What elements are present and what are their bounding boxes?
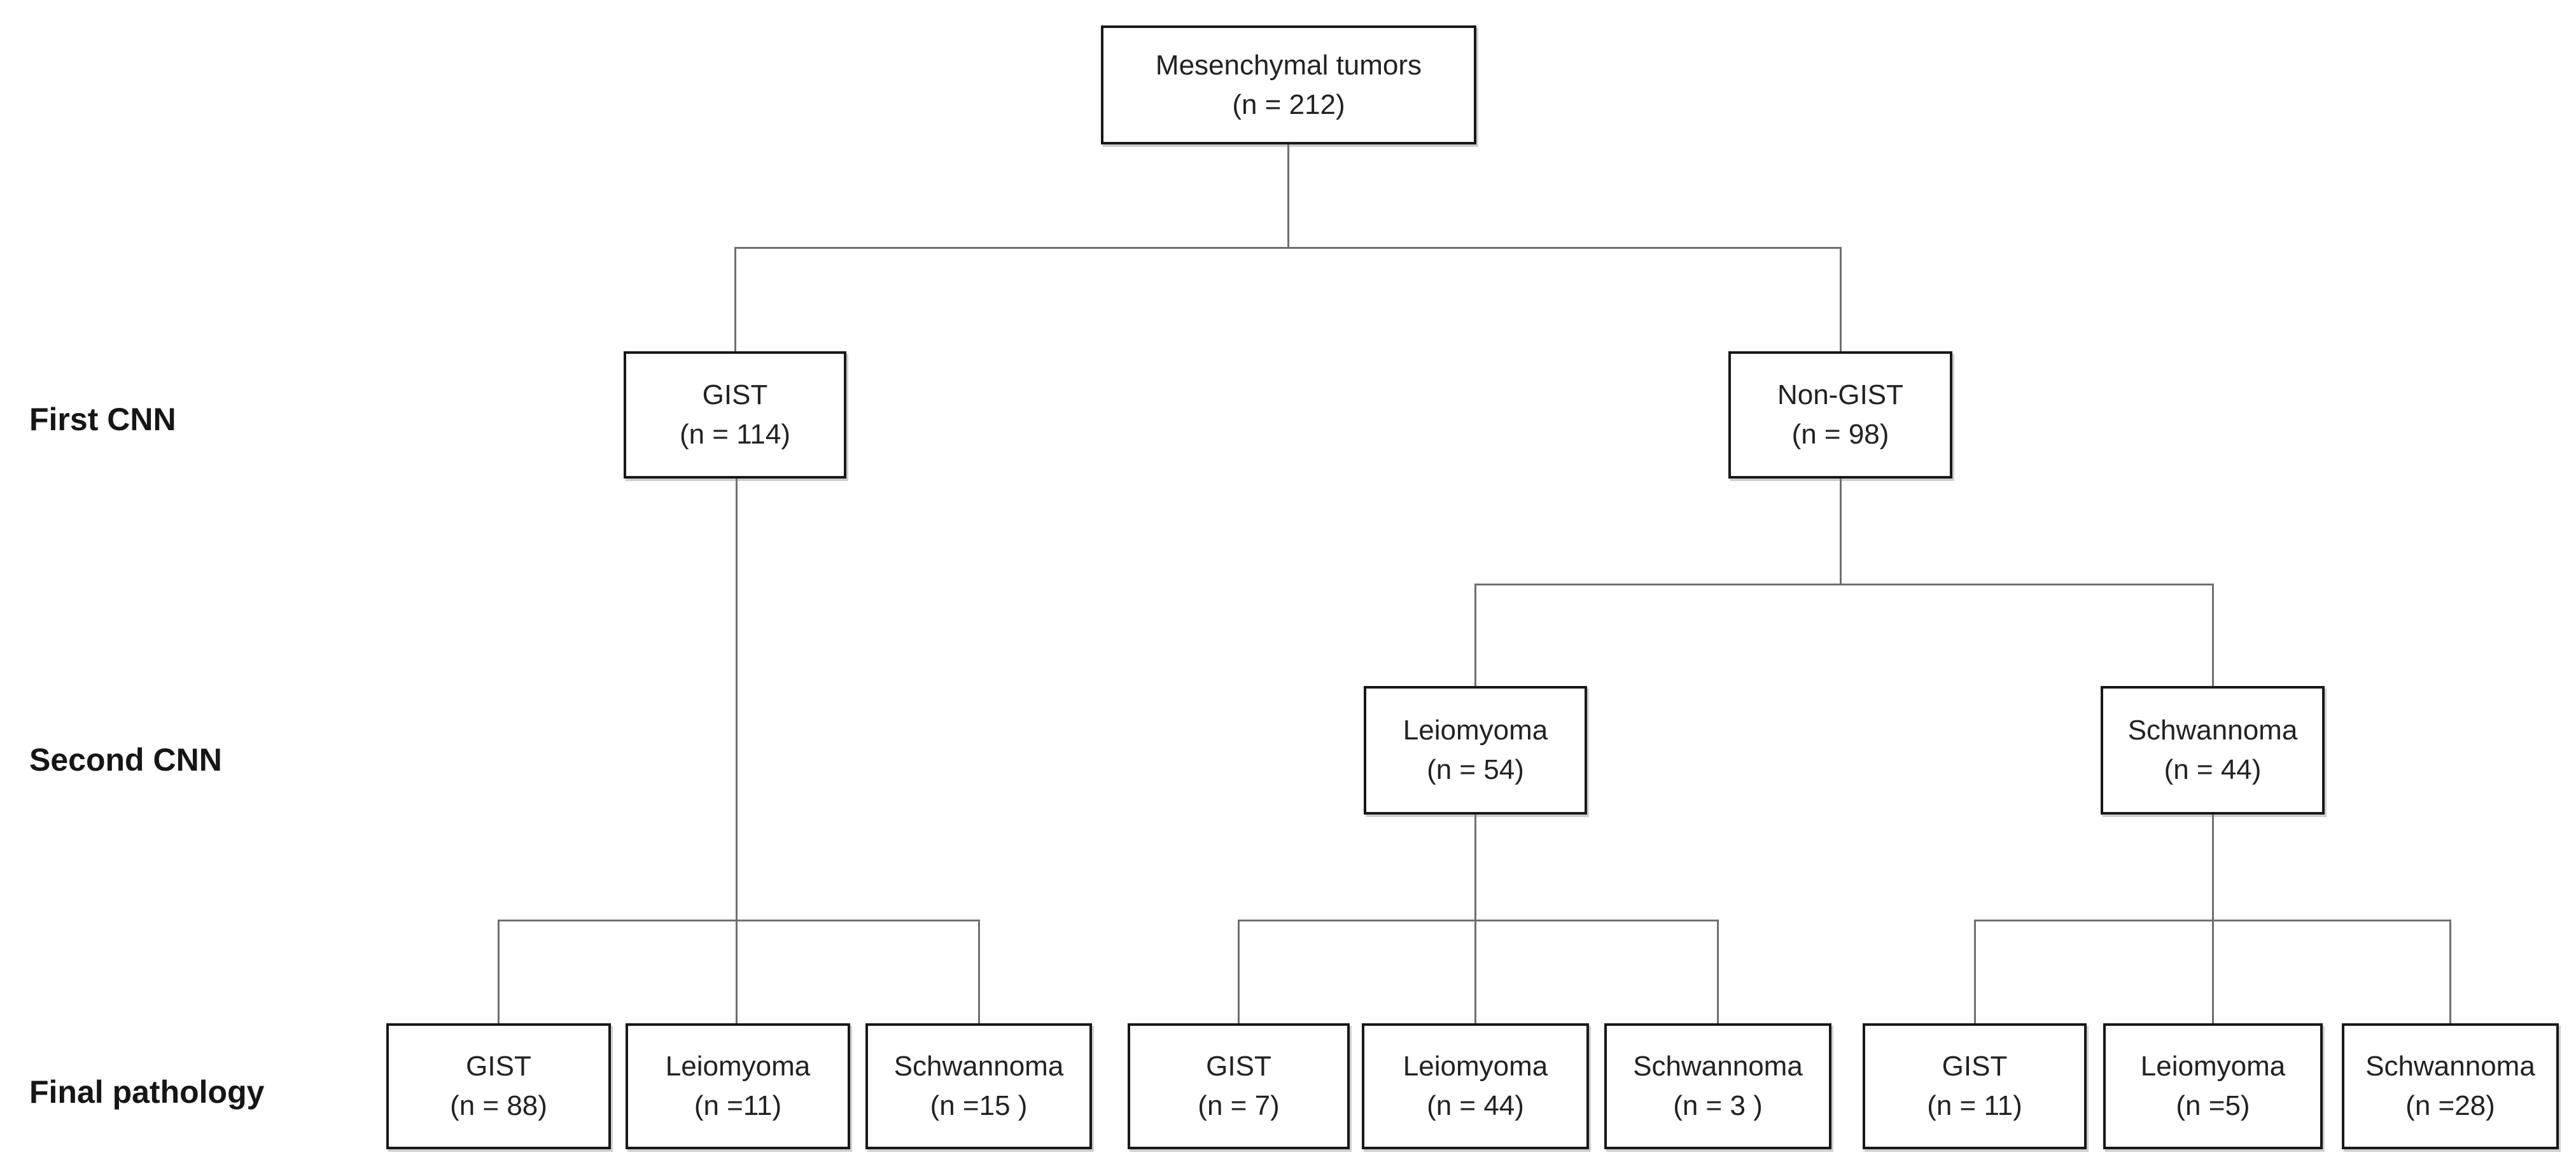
connector-line	[736, 479, 738, 1025]
row-label-second-cnn: Second CNN	[29, 742, 222, 778]
node-final-gist-leiomyoma: Leiomyoma (n =11)	[626, 1023, 850, 1149]
node-count: (n = 114)	[679, 419, 791, 450]
node-final-gist-gist: GIST (n = 88)	[386, 1023, 611, 1149]
node-mesenchymal-tumors: Mesenchymal tumors (n = 212)	[1101, 25, 1476, 144]
node-count: (n = 11)	[1927, 1090, 2022, 1121]
node-final-schwannoma-gist: GIST (n = 11)	[1863, 1023, 2087, 1149]
connector-line	[1974, 920, 1976, 1025]
node-final-schwannoma-schwannoma: Schwannoma (n =28)	[2342, 1023, 2559, 1149]
node-first-cnn-gist: GIST (n = 114)	[624, 351, 846, 479]
node-final-leiomyoma-schwannoma: Schwannoma (n = 3 )	[1604, 1023, 1831, 1149]
node-count: (n = 98)	[1791, 419, 1889, 450]
node-title: Schwannoma	[2127, 715, 2298, 746]
node-title: Non-GIST	[1777, 379, 1904, 410]
node-count: (n = 212)	[1232, 88, 1345, 120]
node-count: (n =5)	[2176, 1090, 2250, 1121]
connector-line	[498, 920, 500, 1025]
connector-line	[2212, 584, 2214, 687]
node-final-schwannoma-leiomyoma: Leiomyoma (n =5)	[2103, 1023, 2323, 1149]
node-first-cnn-non-gist: Non-GIST (n = 98)	[1728, 351, 1952, 479]
connector-line	[734, 247, 1842, 249]
node-final-leiomyoma-leiomyoma: Leiomyoma (n = 44)	[1362, 1023, 1589, 1149]
node-final-leiomyoma-gist: GIST (n = 7)	[1128, 1023, 1350, 1149]
node-title: Schwannoma	[893, 1051, 1064, 1082]
node-count: (n = 3 )	[1673, 1090, 1763, 1121]
node-count: (n = 54)	[1427, 754, 1524, 785]
node-final-gist-schwannoma: Schwannoma (n =15 )	[865, 1023, 1092, 1149]
node-title: GIST	[702, 379, 768, 410]
node-count: (n =11)	[694, 1090, 782, 1121]
connector-line	[1287, 143, 1289, 249]
row-label-first-cnn: First CNN	[29, 402, 176, 437]
row-label-final-pathology: Final pathology	[29, 1074, 265, 1110]
connector-line	[1717, 920, 1719, 1025]
node-title: Leiomyoma	[1403, 715, 1548, 746]
node-title: Schwannoma	[1633, 1051, 1803, 1082]
node-title: Schwannoma	[2365, 1051, 2535, 1082]
node-title: GIST	[1942, 1051, 2008, 1082]
connector-line	[978, 920, 980, 1025]
node-title: GIST	[1206, 1051, 1271, 1082]
connector-line	[1474, 584, 2214, 585]
node-title: Mesenchymal tumors	[1155, 49, 1422, 81]
node-second-cnn-schwannoma: Schwannoma (n = 44)	[2101, 686, 2325, 815]
connector-line	[1238, 920, 1240, 1025]
connector-line	[1238, 920, 1719, 921]
node-title: Leiomyoma	[1403, 1051, 1548, 1082]
connector-line	[1474, 584, 1476, 687]
connector-line	[498, 920, 980, 921]
connector-line	[1974, 920, 2451, 921]
node-count: (n = 44)	[2164, 754, 2262, 785]
node-count: (n =15 )	[930, 1090, 1028, 1121]
node-title: Leiomyoma	[665, 1051, 811, 1082]
node-second-cnn-leiomyoma: Leiomyoma (n = 54)	[1364, 686, 1587, 815]
node-count: (n = 7)	[1198, 1090, 1280, 1121]
node-count: (n =28)	[2405, 1090, 2495, 1121]
connector-line	[1840, 247, 1842, 353]
connector-line	[1840, 479, 1842, 585]
node-title: GIST	[466, 1051, 531, 1082]
connector-line	[734, 247, 736, 353]
node-title: Leiomyoma	[2140, 1051, 2286, 1082]
node-count: (n = 88)	[450, 1090, 547, 1121]
connector-line	[2449, 920, 2451, 1025]
node-count: (n = 44)	[1427, 1090, 1524, 1121]
